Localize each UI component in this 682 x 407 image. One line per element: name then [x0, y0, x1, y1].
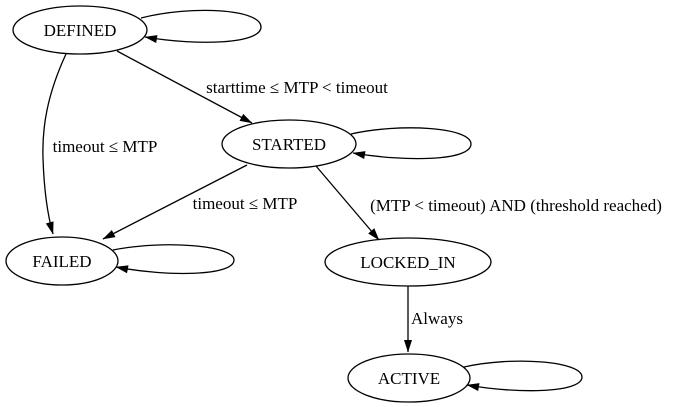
edge-label-defined-failed: timeout ≤ MTP — [53, 137, 158, 156]
edges-layer — [42, 9, 583, 392]
state-node-started: STARTED — [221, 119, 357, 169]
self-loop-started — [350, 127, 472, 160]
state-node-locked-in: LOCKED_IN — [324, 237, 492, 287]
state-ellipse-locked-in — [324, 237, 492, 287]
edge-started-lockedin — [315, 165, 380, 241]
self-loop-active — [463, 360, 583, 392]
self-loop-defined — [140, 9, 262, 43]
state-ellipse-defined — [12, 5, 148, 55]
self-loop-failed — [112, 244, 235, 275]
edge-label-started-failed: timeout ≤ MTP — [193, 194, 298, 213]
edge-labels-layer: starttime ≤ MTP < timeout timeout ≤ MTP … — [53, 78, 662, 328]
edge-label-lockedin-active: Always — [411, 309, 463, 328]
edge-defined-failed — [42, 53, 67, 235]
state-node-active: ACTIVE — [347, 353, 471, 403]
state-label-active: ACTIVE — [378, 369, 440, 388]
state-ellipse-failed — [5, 236, 119, 286]
state-ellipse-active — [347, 353, 471, 403]
edge-label-started-lockedin: (MTP < timeout) AND (threshold reached) — [370, 196, 662, 215]
nodes-layer: DEFINED STARTED FAILED LOCKED_IN ACTIVE — [5, 5, 492, 403]
state-label-defined: DEFINED — [44, 21, 117, 40]
state-node-failed: FAILED — [5, 236, 119, 286]
edge-started-failed — [102, 164, 248, 240]
state-node-defined: DEFINED — [12, 5, 148, 55]
edge-label-defined-started: starttime ≤ MTP < timeout — [206, 78, 388, 97]
state-label-locked-in: LOCKED_IN — [360, 253, 455, 272]
state-ellipse-started — [221, 119, 357, 169]
state-label-started: STARTED — [252, 135, 326, 154]
state-label-failed: FAILED — [32, 252, 91, 271]
edge-defined-started — [116, 50, 253, 124]
